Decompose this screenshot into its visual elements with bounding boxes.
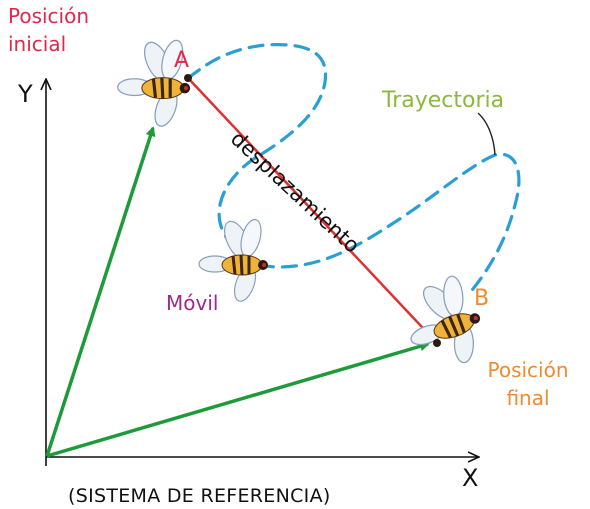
trajectory-callout-line [477, 112, 496, 156]
final-position-vector [46, 341, 430, 458]
diagram-caption: (SISTEMA DE REFERENCIA) [68, 485, 331, 507]
final-position-line2: final [506, 386, 550, 410]
y-axis-label: Y [18, 80, 33, 108]
initial-position-vector [45, 126, 156, 457]
final-position-label: Posición final [474, 356, 582, 412]
displacement-line [187, 77, 438, 344]
point-a-label: A [174, 48, 190, 73]
initial-position-line2: inicial [8, 32, 67, 56]
initial-position-line1: Posición [8, 4, 90, 28]
x-axis-label: X [462, 464, 479, 492]
point-b-marker [433, 339, 441, 347]
mobile-label: Móvil [166, 291, 219, 315]
point-b-label: B [474, 286, 490, 311]
trajectory-path [186, 43, 521, 297]
initial-position-label: Posición inicial [8, 2, 89, 58]
point-a-marker [184, 74, 192, 82]
trajectory-label: Trayectoria [382, 88, 505, 113]
final-position-line1: Posición [487, 358, 569, 382]
